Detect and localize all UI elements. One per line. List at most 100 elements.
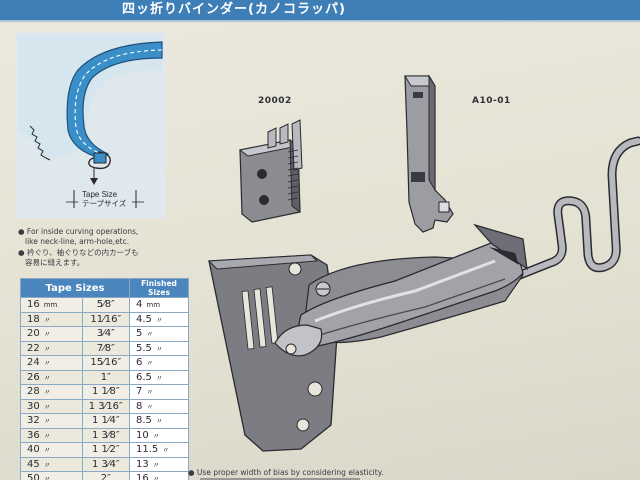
tape-mm-value: 36 <box>27 429 40 441</box>
unit-label: 〃 <box>43 475 51 480</box>
note-line: ● For inside curving operations, <box>18 227 139 236</box>
header-finished-sizes: Finished Sizes <box>129 278 189 298</box>
tape-inch-cell: 2″ <box>81 471 131 480</box>
unit-label: 〃 <box>152 431 160 440</box>
tape-inch-cell: 11⁄16″ <box>81 311 131 327</box>
unit-label: 〃 <box>155 315 163 324</box>
binder-assembly-illustration <box>207 223 528 452</box>
tape-mm-value: 28 <box>27 386 40 398</box>
finished-size-cell: 7〃 <box>129 384 189 400</box>
tape-mm-cell: 36〃 <box>20 427 83 443</box>
finished-size-value: 7 <box>136 386 143 398</box>
presser-foot-label: A10-01 <box>472 96 511 106</box>
note-line: like neck-line, arm-hole,etc. <box>25 237 130 246</box>
fabric-surface <box>18 36 162 160</box>
unit-label: 〃 <box>43 344 51 353</box>
unit-label: 〃 <box>43 417 51 426</box>
feed-dog-label: 20002 <box>258 96 292 106</box>
feed-dog-illustration <box>238 119 303 223</box>
finished-size-value: 4.5 <box>136 313 152 325</box>
table-row: 40〃1 1⁄2″11.5〃 <box>20 442 189 458</box>
tape-mm-cell: 28〃 <box>20 384 83 400</box>
fold-cross-section-illustration: Tape Size テープサイズ <box>16 32 166 218</box>
unit-label: 〃 <box>146 402 154 411</box>
unit-label: 〃 <box>43 402 51 411</box>
tape-mm-value: 22 <box>27 342 40 354</box>
table-row: 28〃1 1⁄8″7〃 <box>20 384 189 400</box>
scroll-highlight <box>314 259 496 323</box>
unit-label: 〃 <box>155 417 163 426</box>
tape-outline <box>515 136 640 280</box>
tape-mm-cell: 30〃 <box>20 398 83 414</box>
tape-mm-value: 30 <box>27 400 40 412</box>
tape-mm-value: 20 <box>27 328 40 340</box>
finished-size-cell: 5〃 <box>129 326 189 342</box>
unit-label: 〃 <box>43 373 51 382</box>
finished-size-cell: 8.5〃 <box>129 413 189 429</box>
presser-foot-side <box>428 74 436 192</box>
throat-plate <box>208 254 338 452</box>
unit-label: 〃 <box>146 330 154 339</box>
finished-size-value: 16 <box>136 473 149 480</box>
unit-label: mm <box>146 301 161 310</box>
tape-inch-cell: 3⁄4″ <box>81 326 131 342</box>
tape-mm-cell: 18〃 <box>20 311 83 327</box>
finished-size-cell: 6.5〃 <box>129 369 189 385</box>
tape-mm-cell: 24〃 <box>20 355 83 371</box>
table-row: 22〃7⁄8″5.5〃 <box>20 340 189 356</box>
unit-label: 〃 <box>43 359 51 368</box>
tape-mm-value: 16 <box>27 299 40 311</box>
unit-label: 〃 <box>155 344 163 353</box>
finished-size-value: 11.5 <box>136 444 159 456</box>
feed-tooth <box>291 119 303 171</box>
unit-label: 〃 <box>43 330 51 339</box>
finished-size-cell: 4.5〃 <box>129 311 189 327</box>
tape-mm-cell: 45〃 <box>20 456 83 472</box>
finished-size-value: 4 <box>136 299 143 311</box>
finished-size-cell: 10〃 <box>129 427 189 443</box>
tape-mm-cell: 22〃 <box>20 340 83 356</box>
finished-size-cell: 8〃 <box>129 398 189 414</box>
footnote: ● Use proper width of bias by considerin… <box>188 468 384 477</box>
finished-size-value: 8 <box>136 400 143 412</box>
table-row: 45〃1 3⁄4″13〃 <box>20 456 189 472</box>
unit-label: 〃 <box>43 388 51 397</box>
tape-mm-value: 18 <box>27 313 40 325</box>
tip-hole-icon <box>285 343 297 355</box>
screw-hole-icon <box>259 195 269 205</box>
unit-label: 〃 <box>43 446 51 455</box>
stitch-line <box>74 49 163 155</box>
table-row: 50〃 2″16〃 <box>20 471 189 480</box>
unit-label: 〃 <box>43 315 51 324</box>
feed-slots <box>241 286 279 350</box>
finished-size-cell: 16〃 <box>129 471 189 480</box>
tape-inch-cell: 1 1⁄4″ <box>81 413 131 429</box>
unit-label: 〃 <box>146 359 154 368</box>
table-row: 18〃11⁄16″4.5〃 <box>20 311 189 327</box>
plate-hole-icon <box>296 418 310 432</box>
tape-mm-value: 32 <box>27 415 40 427</box>
plate-hole-icon <box>288 262 302 276</box>
tape-size-label: Tape Size <box>82 190 118 199</box>
tape-inch-cell: 1 3⁄8″ <box>81 427 131 443</box>
footnote-cut-line <box>200 477 390 480</box>
unit-label: 〃 <box>155 373 163 382</box>
tape-mm-value: 50 <box>27 473 40 480</box>
unit-label: 〃 <box>162 446 170 455</box>
unit-label: 〃 <box>43 431 51 440</box>
table-row: 32〃1 1⁄4″8.5〃 <box>20 413 189 429</box>
finished-size-value: 8.5 <box>136 415 152 427</box>
header-band: 四ッ折りバインダー(カノコラッパ) <box>0 0 640 20</box>
throat-plate-edge <box>207 254 319 270</box>
tape-inch-cell: 1″ <box>81 369 131 385</box>
arrow-down-icon <box>90 178 98 185</box>
feed-tooth <box>267 127 277 149</box>
note-line: ● 衿ぐり、袖ぐりなどの内カーブも <box>18 248 139 257</box>
scroll-opening <box>489 247 519 265</box>
finished-size-cell: 13〃 <box>129 456 189 472</box>
tape-inch-cell: 1 3⁄16″ <box>81 398 131 414</box>
tape-mm-value: 26 <box>27 371 40 383</box>
